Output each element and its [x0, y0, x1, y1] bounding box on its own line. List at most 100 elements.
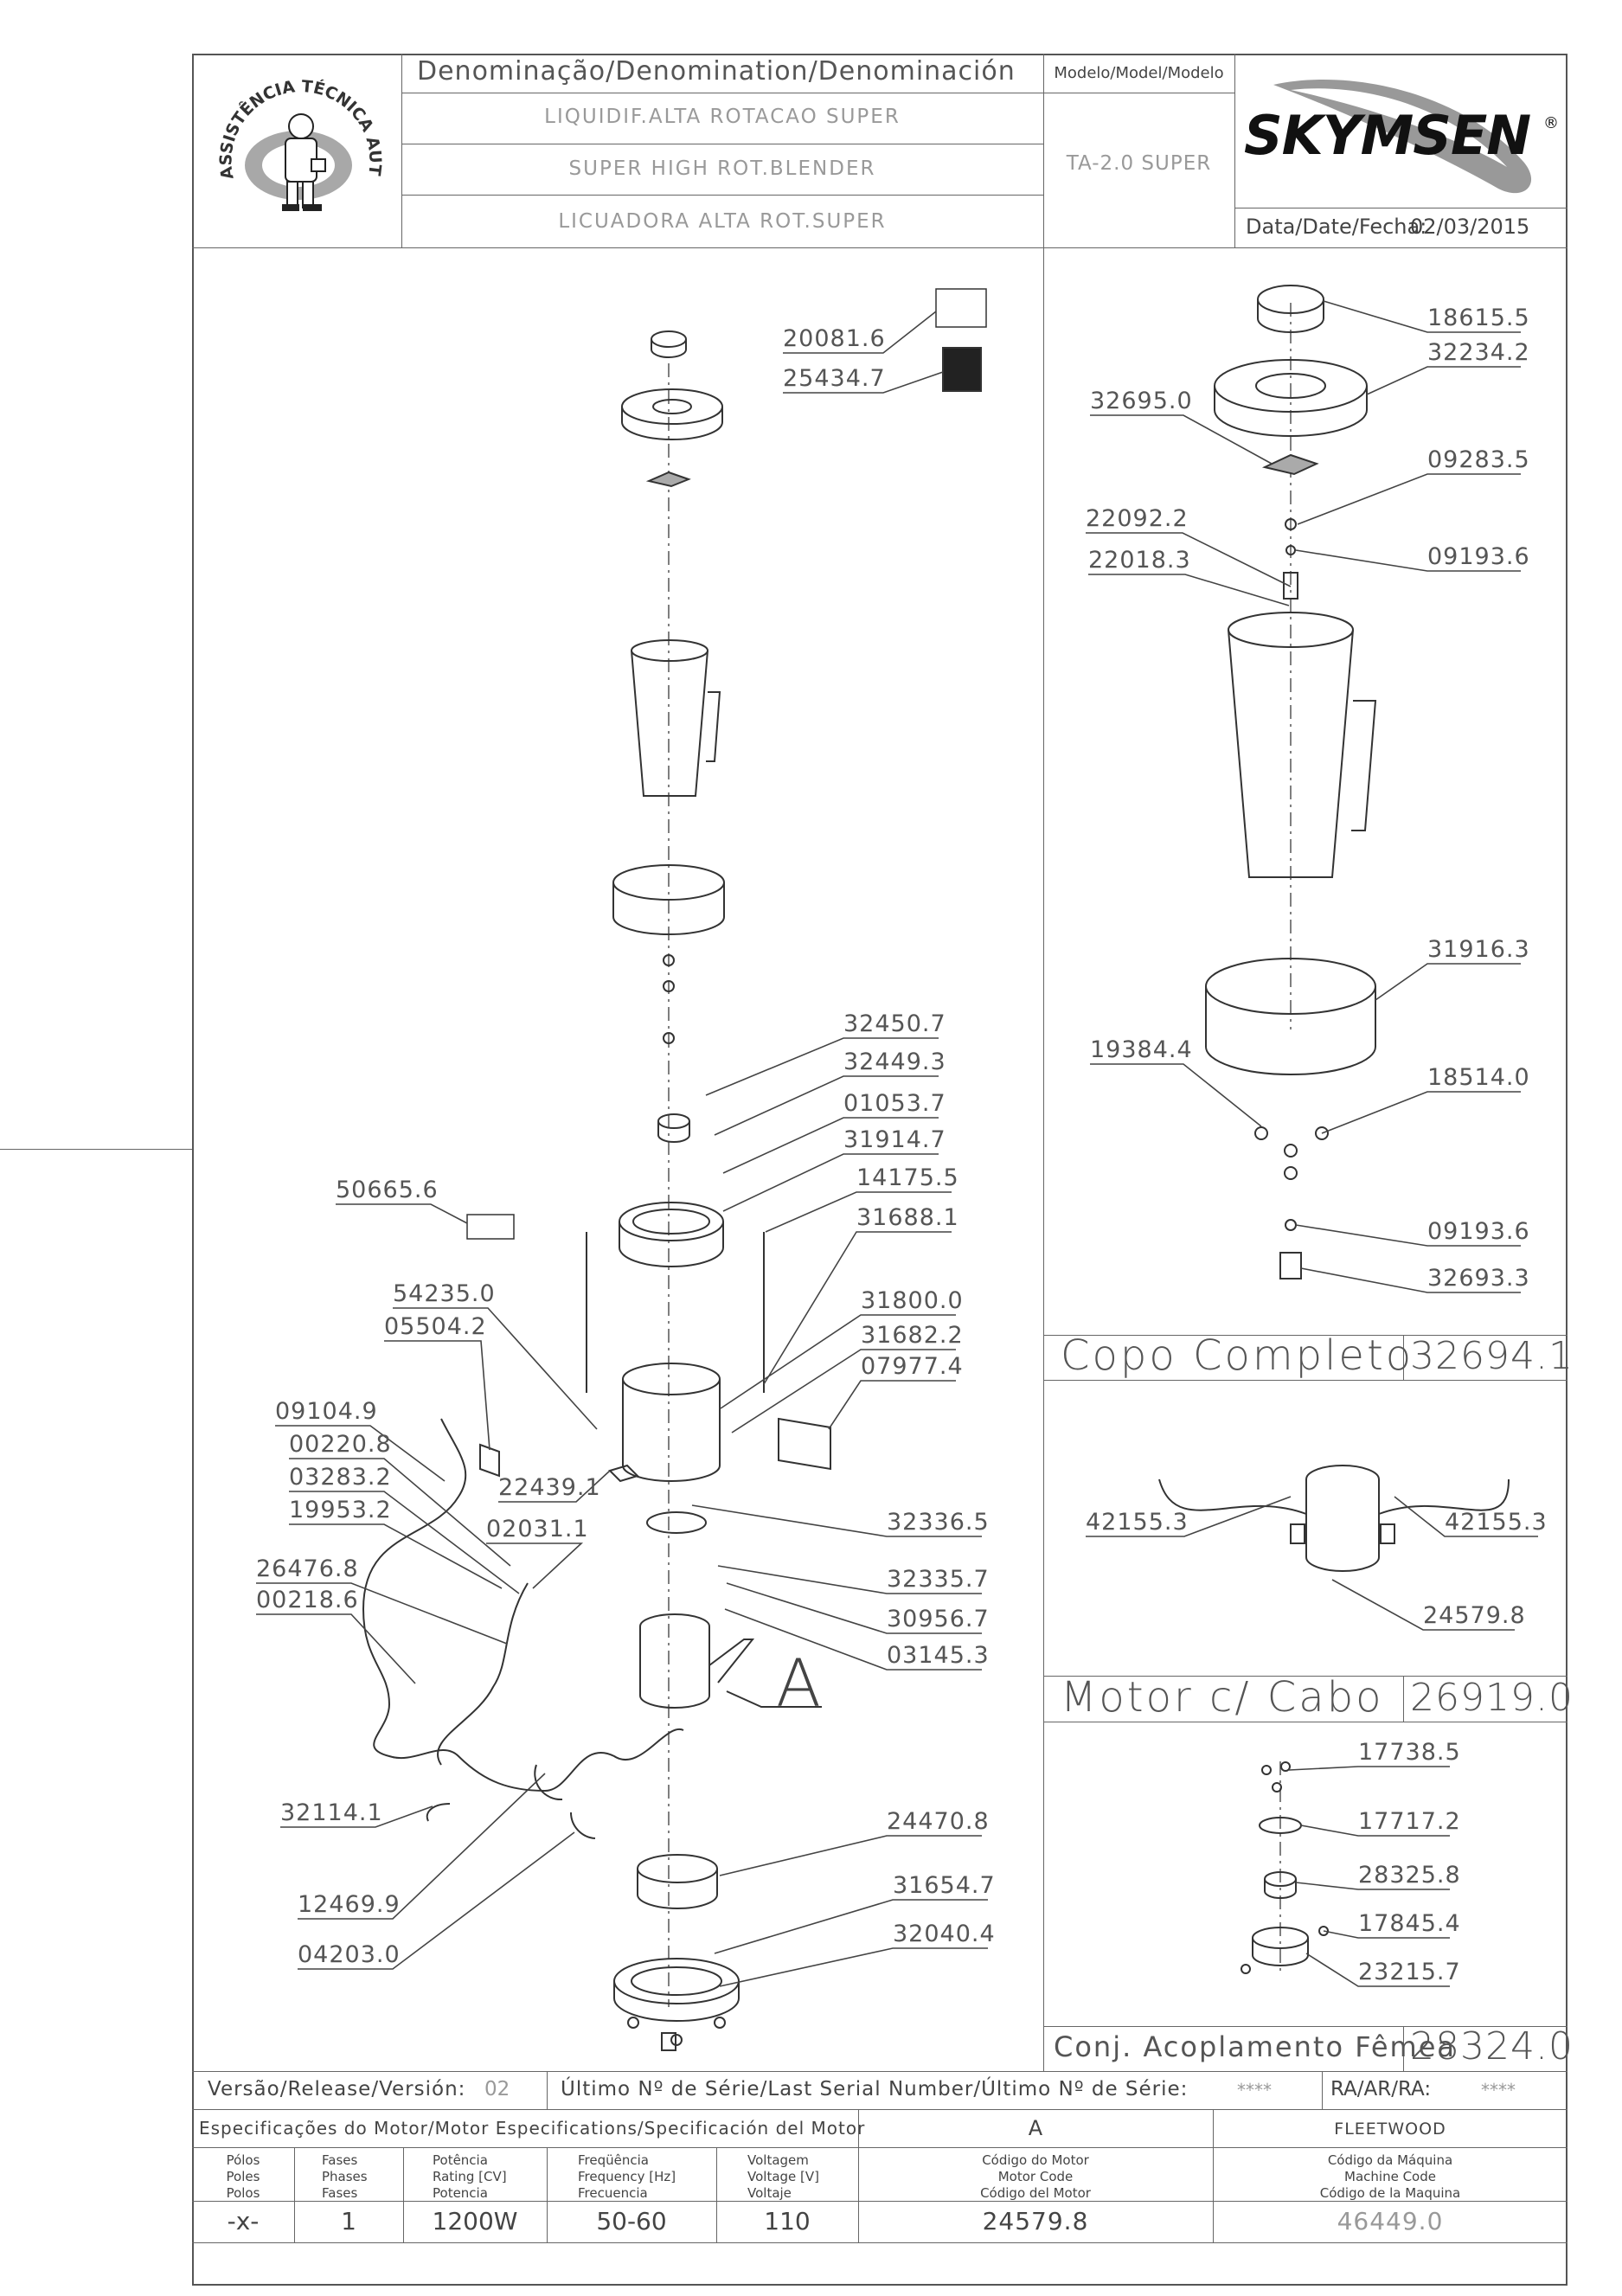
part-label-22439-1: 22439.1 [498, 1474, 601, 1501]
spec-col-frequency-h2: Frequency [Hz] [578, 2169, 676, 2184]
coupling-title-top [1043, 2026, 1568, 2027]
part-label-00220-8-leader [289, 1458, 511, 1567]
footer-v-spec-a [858, 2109, 859, 2147]
part-label-31654-7: 31654.7 [893, 1872, 996, 1899]
assembly-0-part-18514-0-9: 18514.0 [1427, 1064, 1530, 1091]
assembly-1-part-42155-3-0-leader [1086, 1496, 1292, 1537]
part-label-30956-7: 30956.7 [887, 1606, 990, 1632]
part-label-01053-7: 01053.7 [843, 1090, 946, 1117]
part-label-31914-7: 31914.7 [843, 1126, 946, 1153]
product-name-es: LICUADORA ALTA ROT.SUPER [558, 210, 887, 233]
spec-col-motor-code-h1: Código do Motor [982, 2152, 1089, 2168]
motor-spec-ref: A [1028, 2116, 1043, 2140]
assembly-0-part-09193-6-6-leader [1295, 549, 1521, 572]
footer-v-col-1 [294, 2147, 295, 2242]
serial-label: Último Nº de Série/Last Serial Number/Úl… [561, 2078, 1189, 2100]
assembly-2-part-17738-5-0-leader [1288, 1766, 1450, 1771]
coupling-title: Conj. Acoplamento Fêmea [1054, 2030, 1456, 2063]
footer-v-col-4 [716, 2147, 717, 2242]
footer-v-ra [1322, 2071, 1323, 2109]
footer-line-4 [192, 2201, 1568, 2202]
part-label-32335-7-leader [717, 1565, 982, 1594]
part-label-20081-6: 20081.6 [783, 325, 886, 352]
footer-v-spec-b [1213, 2109, 1214, 2147]
footer-v-col-6 [1213, 2147, 1214, 2242]
assembly-0-part-32695-0-2-leader [1090, 414, 1273, 465]
spec-col-phases-h1: Fases [322, 2152, 358, 2168]
assembly-0-part-22092-2-4-leader [1086, 532, 1292, 587]
assembly-2-part-28325-8-2-leader [1295, 1882, 1450, 1890]
model-value: TA-2.0 SUPER [1066, 152, 1212, 175]
date-value: 02/03/2015 [1410, 215, 1530, 239]
spec-voltage-value: 110 [764, 2207, 811, 2235]
product-name-en: SUPER HIGH ROT.BLENDER [568, 157, 876, 180]
part-label-32114-1: 32114.1 [280, 1799, 383, 1826]
ra-label: RA/AR/RA: [1330, 2078, 1432, 2100]
part-label-01053-7-leader [722, 1117, 939, 1174]
assembly-0-part-09283-5-3-leader [1297, 473, 1521, 525]
left-margin-tick [0, 1149, 192, 1150]
part-label-25434-7-leader [783, 371, 944, 394]
spec-col-phases-h3: Fases [322, 2185, 358, 2201]
part-label-12469-9: 12469.9 [298, 1891, 401, 1918]
part-label-32450-7: 32450.7 [843, 1010, 946, 1037]
part-label-22439-1-leader [498, 1470, 611, 1503]
coupling-code: 28324.0 [1410, 2024, 1574, 2068]
part-label-04203-0-leader [298, 1831, 575, 1970]
assembly-0-part-32693-3-11: 32693.3 [1427, 1265, 1530, 1292]
spec-col-voltage-h1: Voltagem [747, 2152, 809, 2168]
part-label-31800-0-leader [720, 1314, 956, 1409]
part-label-14175-5-leader [765, 1191, 952, 1233]
motor-spec-brand: FLEETWOOD [1334, 2120, 1446, 2139]
part-label-19953-2-leader [289, 1523, 503, 1589]
spec-poles-value: -x- [227, 2207, 260, 2235]
footer-line-2 [192, 2109, 1568, 2110]
motor-cabo-title: Motor c/ Cabo [1061, 1673, 1384, 1722]
assembly-0-part-18615-5-0: 18615.5 [1427, 305, 1530, 331]
assembly-0-part-32234-2-1-leader [1366, 366, 1521, 395]
model-title: Modelo/Model/Modelo [1054, 64, 1224, 82]
spec-machine-code-value: 46449.0 [1337, 2207, 1444, 2235]
part-label-24470-8-leader [719, 1835, 982, 1876]
part-label-05504-2-leader [384, 1340, 490, 1451]
motor-code-divider [1403, 1676, 1404, 1722]
title-block-bottom-line [192, 247, 1568, 248]
assembly-2-part-17845-4-3: 17845.4 [1358, 1910, 1461, 1937]
assembly-0-part-18615-5-0-leader [1323, 300, 1521, 333]
part-label-31800-0: 31800.0 [861, 1287, 964, 1314]
serial-value: **** [1237, 2080, 1272, 2100]
motor-spec-title: Especificações do Motor/Motor Especifica… [199, 2118, 866, 2139]
footer-line-1 [192, 2071, 1568, 2072]
part-label-07977-4-leader [828, 1380, 956, 1430]
seal-logo-graphic: ASSISTÊNCIA TÉCNICA AUTORIZADA [201, 51, 385, 211]
assembly-2-part-17717-2-1: 17717.2 [1358, 1808, 1461, 1835]
assembly-1-part-42155-3-1-leader [1394, 1496, 1538, 1537]
assembly-2-part-23215-7-4: 23215.7 [1358, 1959, 1461, 1985]
part-label-14175-5: 14175.5 [856, 1164, 959, 1191]
part-label-54235-0: 54235.0 [393, 1280, 496, 1307]
spec-phases-value: 1 [341, 2207, 356, 2235]
assembly-2-part-28325-8-2: 28325.8 [1358, 1862, 1461, 1889]
part-label-02031-1-leader [486, 1542, 584, 1589]
version-label: Versão/Release/Versión: [208, 2078, 466, 2100]
part-label-32449-3-leader [714, 1075, 939, 1136]
part-label-54235-0-leader [393, 1307, 598, 1430]
spec-col-rating-h3: Potencia [433, 2185, 488, 2201]
assembly-0-part-32234-2-1: 32234.2 [1427, 339, 1530, 366]
assembly-0-part-22092-2-4: 22092.2 [1086, 505, 1189, 532]
assembly-0-part-19384-4-8: 19384.4 [1090, 1036, 1193, 1063]
title-divider-1 [401, 54, 402, 247]
coupling-code-divider [1403, 2026, 1404, 2071]
registered-mark: ® [1543, 114, 1559, 132]
part-label-03283-2-leader [289, 1491, 520, 1594]
spec-col-machine-code-h3: Código de la Maquina [1319, 2185, 1461, 2201]
assembly-1-part-42155-3-1: 42155.3 [1445, 1509, 1548, 1536]
part-label-09104-9: 09104.9 [275, 1398, 378, 1425]
part-label-03145-3: 03145.3 [887, 1642, 990, 1669]
assembly-0-part-19384-4-8-leader [1090, 1063, 1262, 1127]
part-label-09104-9-leader [275, 1425, 446, 1482]
